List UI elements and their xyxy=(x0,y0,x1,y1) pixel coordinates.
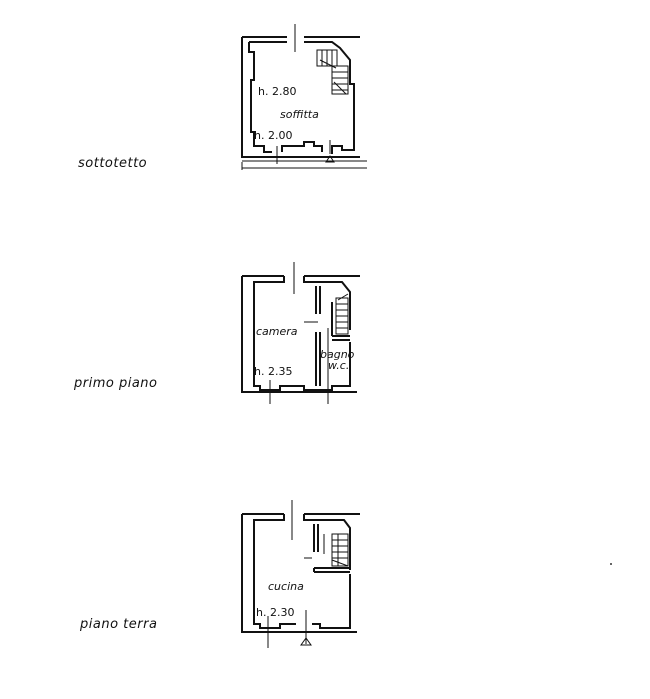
room-label-cucina: cucina xyxy=(268,580,304,593)
sottotetto-drawing: h. 2.80 soffitta h. 2.00 xyxy=(241,24,367,170)
height-label: h. 2.80 xyxy=(258,85,296,98)
room-label-camera: camera xyxy=(256,325,298,338)
room-label-soffitta: soffitta xyxy=(280,108,319,121)
room-label-wc: w.c. xyxy=(328,359,349,372)
room-label-bagno: bagno xyxy=(320,348,355,361)
entrance-marker-icon xyxy=(300,637,312,646)
height-label: h. 2.35 xyxy=(254,365,292,378)
floor-label-piano-terra: piano terra xyxy=(80,617,158,632)
floor-label-sottotetto: sottotetto xyxy=(78,156,148,171)
floor-plan-piano-terra: cucina h. 2.30 xyxy=(232,498,372,653)
stray-mark xyxy=(610,563,612,565)
piano-terra-drawing: cucina h. 2.30 xyxy=(241,500,360,648)
entrance-marker-icon xyxy=(325,155,335,163)
height-label: h. 2.00 xyxy=(254,129,292,142)
floor-plan-sottotetto: h. 2.80 soffitta h. 2.00 xyxy=(232,22,372,172)
height-label: h. 2.30 xyxy=(256,606,294,619)
floor-plan-primo-piano: camera bagno w.c. h. 2.35 xyxy=(232,262,372,412)
floor-label-primo-piano: primo piano xyxy=(74,376,158,391)
primo-piano-drawing: camera bagno w.c. h. 2.35 xyxy=(241,262,360,404)
